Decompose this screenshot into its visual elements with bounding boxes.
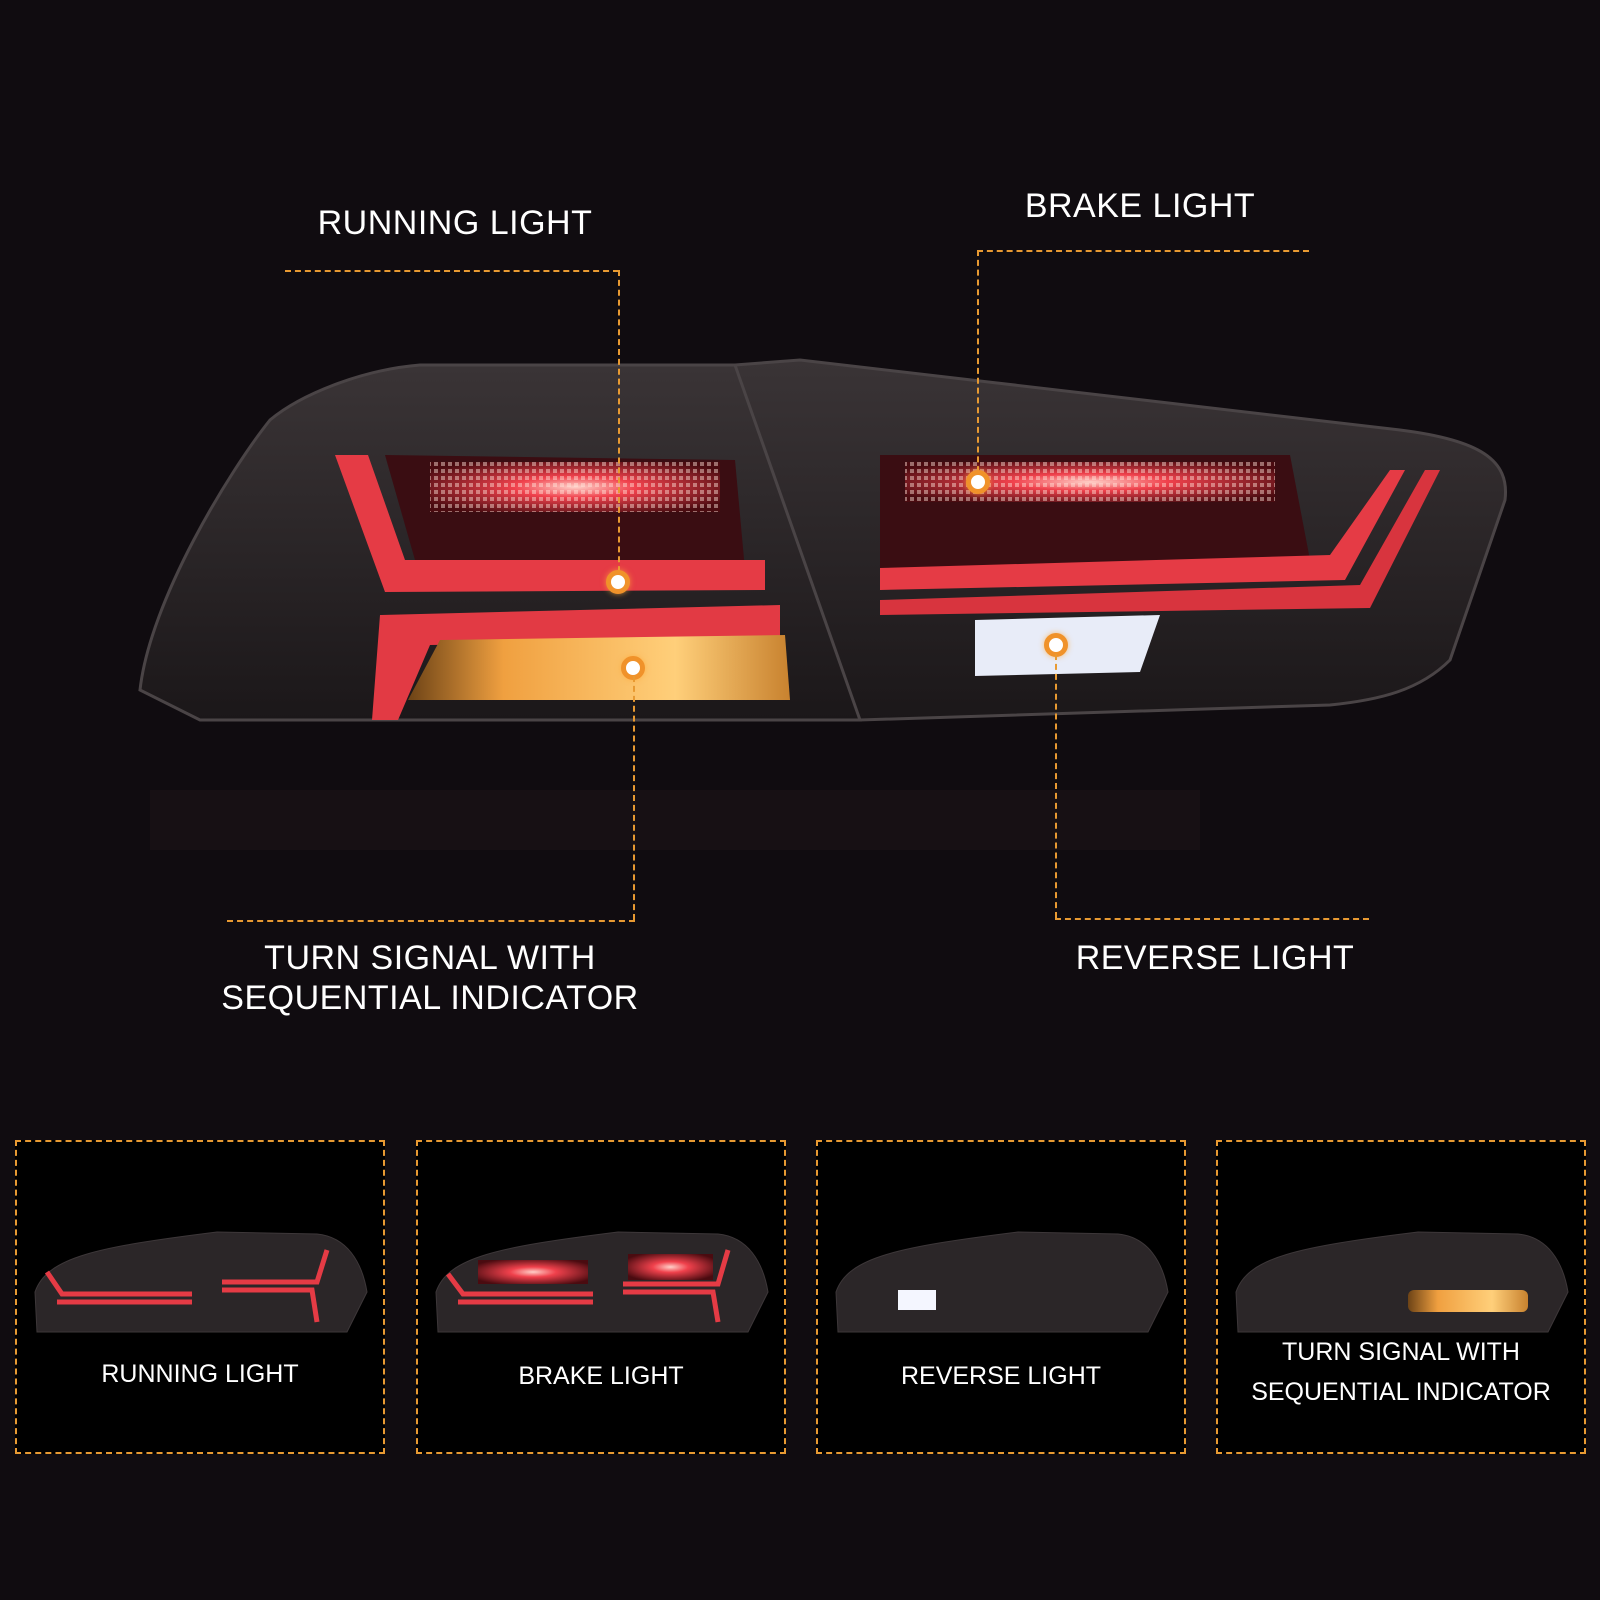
running-light-thumbnail xyxy=(34,1231,368,1333)
callout-reverse-light-label: REVERSE LIGHT xyxy=(1075,939,1355,977)
callout-turn-signal-line-v xyxy=(633,676,635,920)
callout-reverse-light-line-h xyxy=(1055,918,1369,920)
brake-light-thumbnail xyxy=(435,1231,769,1333)
callout-brake-light-line-h xyxy=(977,250,1309,252)
reverse-light-thumbnail xyxy=(835,1231,1169,1333)
turn-signal-thumbnail xyxy=(1235,1231,1569,1333)
panel-brake-light-label: BRAKE LIGHT xyxy=(518,1362,684,1390)
panel-running-light: RUNNING LIGHT xyxy=(15,1140,385,1454)
panel-turn-signal-label-line1: TURN SIGNAL WITH xyxy=(1282,1338,1520,1366)
callout-turn-signal-label-line1: TURN SIGNAL WITH xyxy=(264,939,596,977)
callout-reverse-light-marker-icon xyxy=(1044,633,1068,657)
callout-turn-signal-line-h xyxy=(227,920,635,922)
callout-running-light-label: RUNNING LIGHT xyxy=(317,204,593,242)
callout-brake-light-line-v xyxy=(977,250,979,482)
panel-brake-light: BRAKE LIGHT xyxy=(416,1140,786,1454)
callout-brake-light-marker-icon xyxy=(966,470,990,494)
callout-turn-signal-label-line2: SEQUENTIAL INDICATOR xyxy=(221,979,639,1017)
panel-running-light-label: RUNNING LIGHT xyxy=(101,1360,299,1388)
callout-running-light-line-h xyxy=(285,270,619,272)
callout-brake-light-label: BRAKE LIGHT xyxy=(1024,187,1256,225)
panel-reverse-light-label: REVERSE LIGHT xyxy=(900,1362,1102,1390)
panel-turn-signal-label-line2: SEQUENTIAL INDICATOR xyxy=(1251,1378,1551,1406)
tail-light-hero-image xyxy=(138,358,1508,722)
callout-running-light-line-v xyxy=(618,270,620,582)
callout-reverse-light-line-v xyxy=(1055,654,1057,918)
panel-reverse-light: REVERSE LIGHT xyxy=(816,1140,1186,1454)
panel-turn-signal: TURN SIGNAL WITH SEQUENTIAL INDICATOR xyxy=(1216,1140,1586,1454)
callout-running-light-marker-icon xyxy=(606,570,630,594)
